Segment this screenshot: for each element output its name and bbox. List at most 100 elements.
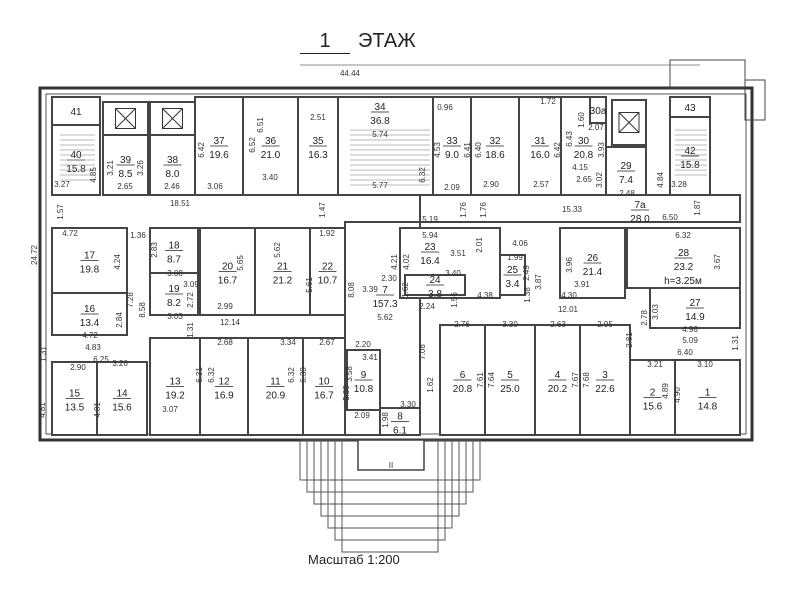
dimension-label: 3.30 xyxy=(502,320,518,329)
room-area: 13.4 xyxy=(80,318,100,329)
room-number: 8 xyxy=(397,412,403,423)
dimension-label: 2.09 xyxy=(354,411,370,420)
room-3: 322.6 xyxy=(579,324,631,436)
dimension-label: 5.62 xyxy=(377,313,393,322)
staircase-icon xyxy=(60,134,95,181)
dimension-label: 15.33 xyxy=(562,205,583,214)
room-41: 41 xyxy=(51,96,101,126)
room-area: 18.6 xyxy=(485,150,505,161)
dimension-label: 2.57 xyxy=(533,180,549,189)
dimension-label: 3.21 xyxy=(106,160,115,176)
room-number: 31 xyxy=(534,136,546,147)
dimension-label: 8.58 xyxy=(138,302,147,318)
dimension-label: 2.20 xyxy=(355,340,371,349)
room-number: 19 xyxy=(168,284,180,295)
room-area: 15.6 xyxy=(112,403,132,414)
overall-width: 44.44 xyxy=(340,69,361,78)
room-area: 8.5 xyxy=(119,169,133,180)
room-area: 9.0 xyxy=(445,150,459,161)
dimension-label: 4.84 xyxy=(656,172,665,188)
dimension-label: 3.93 xyxy=(597,142,606,158)
dimension-label: 4.02 xyxy=(402,254,411,270)
dimension-label: 12.01 xyxy=(558,305,579,314)
dimension-label: 2.95 xyxy=(597,320,613,329)
room-area: 7.4 xyxy=(619,175,633,186)
room-area: 15.8 xyxy=(66,164,86,175)
room-number: 30a xyxy=(590,106,607,117)
dimension-label: 4.81 xyxy=(38,402,47,418)
dimension-label: 2.63 xyxy=(550,320,566,329)
dimension-label: 3.07 xyxy=(162,405,178,414)
room-number: 37 xyxy=(213,136,225,147)
dimension-label: 2.72 xyxy=(186,292,195,308)
dimension-label: 3.41 xyxy=(362,353,378,362)
room-number: 38 xyxy=(167,155,179,166)
dimension-label: 3.39 xyxy=(362,285,378,294)
room-area: 157.3 xyxy=(372,299,397,310)
dimension-label: 4.85 xyxy=(89,167,98,183)
room-area: 16.7 xyxy=(218,276,238,287)
room-number: 27 xyxy=(689,298,701,309)
room-area: 21.4 xyxy=(583,267,603,278)
dimension-label: 6.32 xyxy=(287,367,296,383)
dimension-label: 3.40 xyxy=(445,269,461,278)
dimension-label: 2.09 xyxy=(444,183,460,192)
room-number: 1 xyxy=(705,388,711,399)
dimension-label: 2.90 xyxy=(483,180,499,189)
room-19: 198.2 xyxy=(149,272,199,316)
room-area: 14.8 xyxy=(698,402,718,413)
room-area: 36.8 xyxy=(370,116,390,127)
dimension-label: 2.68 xyxy=(217,338,233,347)
room-area: 10.7 xyxy=(318,276,338,287)
room-area: 14.9 xyxy=(685,312,705,323)
ceiling-height-note: h=3.25м xyxy=(664,276,702,287)
room-number: 5 xyxy=(507,370,513,381)
staircase-icon xyxy=(350,129,430,186)
room-area: 10.8 xyxy=(354,384,374,395)
dimension-label: 6.51 xyxy=(256,117,265,133)
room-43: 43 xyxy=(669,96,711,118)
dimension-label: 1.57 xyxy=(56,204,65,220)
dimension-label: 5.30 xyxy=(342,385,351,401)
dimension-label: 3.09 xyxy=(183,280,199,289)
room-25: 253.4 xyxy=(499,254,526,296)
dimension-label: 7.28 xyxy=(126,292,135,308)
room-area: 3.4 xyxy=(506,279,520,290)
dimension-label: 6.31 xyxy=(195,367,204,383)
dimension-label: 2.65 xyxy=(576,175,592,184)
dimension-label: 3.96 xyxy=(565,257,574,273)
dimension-label: 1.62 xyxy=(426,377,435,393)
room-number: 2 xyxy=(650,388,656,399)
room-number: 4 xyxy=(555,370,561,381)
dimension-label: 2.49 xyxy=(522,265,531,281)
dimension-label: 2.24 xyxy=(419,302,435,311)
staircase-icon xyxy=(675,129,707,176)
dimension-label: 1.92 xyxy=(319,229,335,238)
dimension-label: 3.03 xyxy=(651,304,660,320)
dimension-label: 3.26 xyxy=(112,359,128,368)
dimension-label: 3.10 xyxy=(697,360,713,369)
dimension-label: 3.87 xyxy=(534,274,543,290)
room-number: 21 xyxy=(277,262,289,273)
room-number: 11 xyxy=(270,377,281,388)
dimension-label: 3.08 xyxy=(167,269,183,278)
elevator-shaft-icon xyxy=(149,101,196,136)
dimension-label: 3.51 xyxy=(450,249,466,258)
entrance-stairs xyxy=(299,439,481,553)
dimension-label: 2.81 xyxy=(625,332,634,348)
room-number: 6 xyxy=(460,370,466,381)
dimension-label: 1.72 xyxy=(540,97,556,106)
room-area: 23.2 xyxy=(674,262,694,273)
room-area: 8.0 xyxy=(166,169,180,180)
dimension-label: 2.51 xyxy=(310,113,326,122)
dimension-label: 5.09 xyxy=(682,336,698,345)
